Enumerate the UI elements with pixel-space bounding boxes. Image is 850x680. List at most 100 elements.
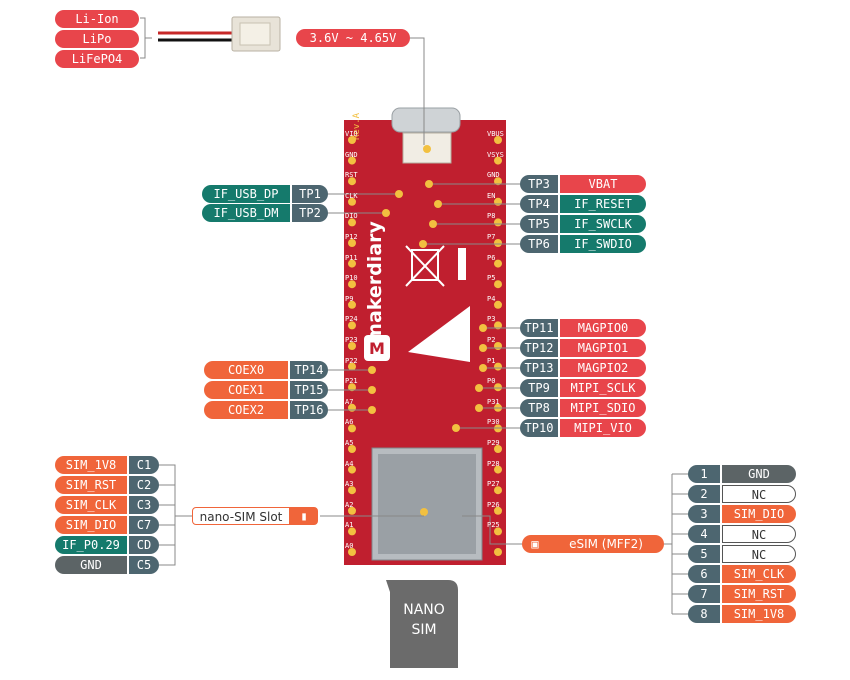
signal-vbat: VBAT <box>560 175 646 193</box>
pin-label: P25 <box>487 521 500 530</box>
esim-signal-4: NC <box>722 525 796 543</box>
header-pad <box>348 506 356 515</box>
pin-label: CLK <box>345 191 358 200</box>
tp-label-tp3: TP3 <box>520 175 558 193</box>
nano-card-line2: SIM <box>411 622 437 638</box>
header-pad <box>494 527 502 536</box>
esim-chip-icon: ▣ <box>522 535 548 553</box>
pin-label: A6 <box>345 418 354 427</box>
tp-label-tp9: TP9 <box>520 379 558 397</box>
pin-label: A5 <box>345 439 354 447</box>
tp-label-tp12: TP12 <box>520 339 558 357</box>
header-pad <box>494 362 502 371</box>
pin-label: P11 <box>345 253 358 262</box>
header-pad <box>348 383 356 392</box>
pin-label: VSYS <box>487 150 504 159</box>
esim-signal-3: SIM_DIO <box>722 505 796 523</box>
brand-logo-icon <box>364 335 390 361</box>
pin-label: A0 <box>345 542 354 550</box>
esim-signal-5: NC <box>722 545 796 563</box>
tp14-label: TP14 <box>290 361 328 379</box>
pin-label: P23 <box>345 336 358 344</box>
pin-label: P2 <box>487 336 496 344</box>
pin-label: P29 <box>487 439 500 447</box>
tp-label-tp13: TP13 <box>520 359 558 377</box>
pin-label: P4 <box>487 294 496 303</box>
signal-mipi-vio: MIPI_VIO <box>560 419 646 437</box>
battery-type-lifepo4: LiFePO4 <box>55 50 139 68</box>
tp2-label: TP2 <box>292 204 328 222</box>
esim-pin-8: 8 <box>688 605 720 623</box>
header-pad <box>348 300 356 309</box>
sim-signal-gnd: GND <box>55 556 127 574</box>
battery-type-lipo: LiPo <box>55 30 139 48</box>
pin-label: A4 <box>345 459 354 468</box>
esim-pin-2: 2 <box>688 485 720 503</box>
signal-if-reset: IF_RESET <box>560 195 646 213</box>
esim-label: eSIM (MFF2) <box>548 535 664 553</box>
header-pad <box>348 280 356 289</box>
pin-label: P31 <box>487 397 500 406</box>
esim-pin-7: 7 <box>688 585 720 603</box>
header-pad <box>494 259 502 268</box>
sim-pin-c3: C3 <box>129 496 159 514</box>
nano-card-line1: NANO <box>403 602 445 618</box>
esim-signal-1: GND <box>722 465 796 483</box>
sim-pin-c7: C7 <box>129 516 159 534</box>
pin-label: P21 <box>345 377 358 386</box>
pin-label: P10 <box>345 274 358 283</box>
sim-pin-c5: C5 <box>129 556 159 574</box>
header-pad <box>348 156 356 165</box>
signal-coex0: COEX0 <box>204 361 288 379</box>
pin-label: A7 <box>345 397 354 406</box>
signal-magpio2: MAGPIO2 <box>560 359 646 377</box>
tp1-label: TP1 <box>292 185 328 203</box>
pin-label: P26 <box>487 500 500 509</box>
esim-pin-4: 4 <box>688 525 720 543</box>
signal-if-usb-dp: IF_USB_DP <box>202 185 290 203</box>
tp-label-tp8: TP8 <box>520 399 558 417</box>
header-pad <box>348 486 356 495</box>
pin-label: P8 <box>487 212 496 221</box>
pin-label: EN <box>487 191 496 200</box>
header-pad <box>348 197 356 206</box>
sim-pin-cd: CD <box>129 536 159 554</box>
pin-label: P24 <box>345 315 358 324</box>
header-pad <box>494 445 502 453</box>
esim-pin-6: 6 <box>688 565 720 583</box>
signal-coex2: COEX2 <box>204 401 288 419</box>
pin-label: RST <box>345 171 358 180</box>
esim-signal-2: NC <box>722 485 796 503</box>
header-pad <box>348 136 356 144</box>
header-pad <box>494 465 502 474</box>
tp-label-tp5: TP5 <box>520 215 558 233</box>
esim-signal-7: SIM_RST <box>722 585 796 603</box>
battery-cable <box>158 16 281 52</box>
pin-label: P9 <box>345 294 354 303</box>
pin-label: DIO <box>345 212 358 221</box>
sim-card-icon: ▮ <box>290 507 318 525</box>
tp16-label: TP16 <box>290 401 328 419</box>
esim-pin-1: 1 <box>688 465 720 483</box>
sim-signal-sim-rst: SIM_RST <box>55 476 127 494</box>
pin-label: P22 <box>345 356 358 365</box>
sim-pin-c2: C2 <box>129 476 159 494</box>
pin-label: GND <box>487 171 500 180</box>
header-pad <box>494 136 502 144</box>
header-pad <box>494 156 502 165</box>
tp-label-tp11: TP11 <box>520 319 558 337</box>
esim-signal-8: SIM_1V8 <box>722 605 796 623</box>
signal-magpio1: MAGPIO1 <box>560 339 646 357</box>
pin-label: P30 <box>487 418 500 427</box>
pin-label: P6 <box>487 253 496 262</box>
tp-label-tp10: TP10 <box>520 419 558 437</box>
header-pad <box>494 280 502 289</box>
header-pad <box>494 548 502 556</box>
header-pad <box>494 177 502 186</box>
pin-label: P7 <box>487 233 496 241</box>
header-pad <box>494 239 502 247</box>
pin-label: P28 <box>487 459 500 468</box>
pin-label: A2 <box>345 500 354 509</box>
header-pad <box>348 239 356 247</box>
nano-sim-card-text: NANO SIM <box>390 600 458 640</box>
